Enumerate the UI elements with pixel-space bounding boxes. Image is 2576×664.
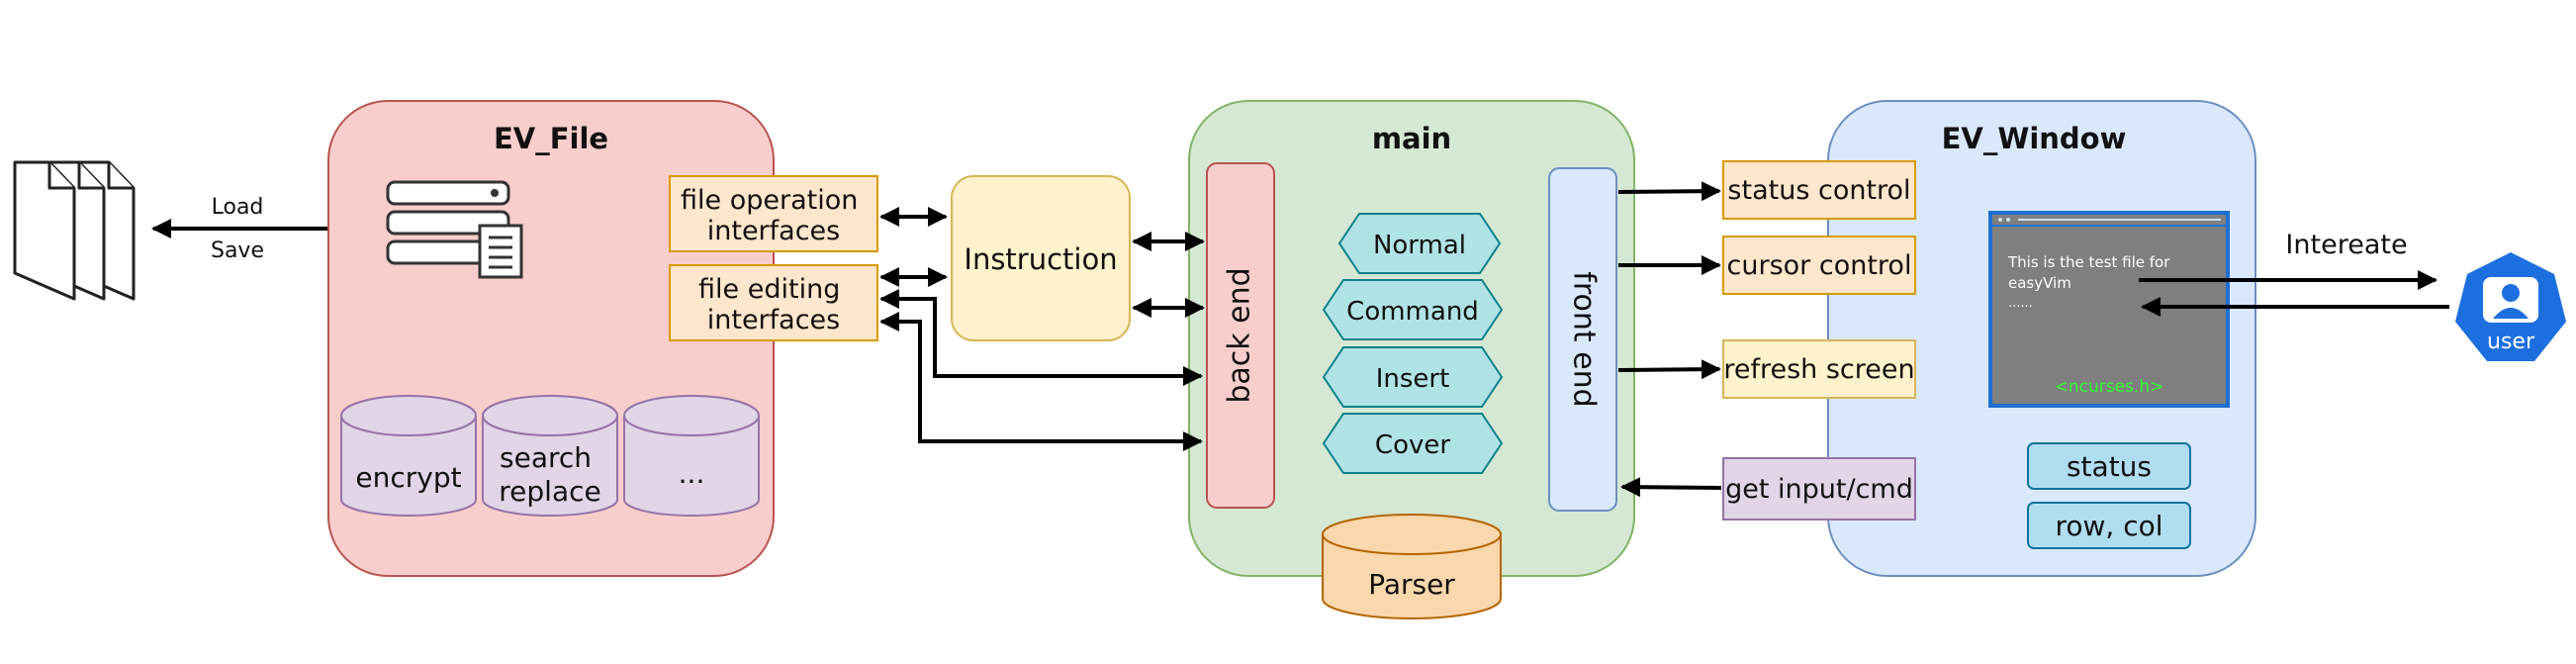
- get-input-box-top: [1722, 457, 1916, 521]
- mode-cover: Cover: [1322, 413, 1504, 474]
- user-icon: [2455, 252, 2566, 361]
- module-search-line-1: search: [500, 441, 592, 474]
- documents-icon: [13, 160, 136, 301]
- file-operation-interfaces-label: file operation interfaces: [681, 185, 867, 246]
- server-icon: [386, 180, 523, 279]
- file-operation-interfaces-box: [669, 175, 878, 252]
- ev-file-title: EV_File: [494, 122, 608, 155]
- arrow-input-front: [1620, 477, 1722, 498]
- get-input-label-top: get input/cmd: [1725, 474, 1913, 505]
- parser-cylinder: [1322, 514, 1502, 619]
- ev-window-title: EV_Window: [1942, 122, 2127, 155]
- file-editing-interfaces-box: [669, 264, 878, 341]
- parser-label: Parser: [1368, 568, 1455, 601]
- user-icon-label: user: [2487, 330, 2535, 354]
- file-editing-line-2: interfaces: [707, 305, 841, 335]
- file-editing-line-1: file editing: [698, 274, 840, 305]
- module-search-replace-label: search replace: [499, 441, 600, 508]
- arrow-front-refresh: [1617, 359, 1721, 380]
- terminal-footer: <ncurses.h>: [2055, 377, 2164, 397]
- terminal-line-1: This is the test file for: [2007, 253, 2170, 271]
- status-label: status: [2067, 450, 2152, 483]
- interact-label: Intereate: [2285, 230, 2407, 260]
- file-operation-line-1: file operation: [681, 185, 858, 216]
- mode-normal-label: Normal: [1373, 231, 1466, 260]
- terminal-line-3: ......: [2008, 296, 2033, 311]
- file-editing-interfaces-label: file editing interfaces: [698, 274, 849, 335]
- mode-cover-label: Cover: [1375, 430, 1450, 460]
- mode-normal: Normal: [1337, 213, 1502, 274]
- instruction-label: Instruction: [964, 242, 1117, 276]
- refresh-screen-box-top: [1722, 339, 1916, 399]
- module-encrypt-line: encrypt: [355, 461, 461, 494]
- refresh-screen-label-top: refresh screen: [1723, 354, 1914, 385]
- arrow-fileedit-backend-2: [879, 312, 1203, 451]
- front-end-label: front end: [1567, 271, 1602, 407]
- status-control-label-top: status control: [1727, 175, 1910, 206]
- rowcol-label: row, col: [2055, 510, 2162, 542]
- back-end-label: back end: [1223, 267, 1257, 403]
- front-end-box: [1548, 167, 1617, 512]
- rowcol-box: [2027, 502, 2191, 549]
- module-encrypt: [340, 395, 477, 517]
- mode-insert-label: Insert: [1376, 364, 1450, 394]
- module-encrypt-label: encrypt: [355, 461, 461, 494]
- arrow-front-status: [1617, 181, 1721, 202]
- terminal-window: [1988, 211, 2230, 408]
- cursor-control-box-top: [1722, 236, 1916, 295]
- status-box: [2027, 442, 2191, 490]
- status-control-box-top: [1722, 160, 1916, 220]
- terminal-line-2: easyVim: [2008, 274, 2071, 292]
- load-label: Load: [212, 195, 264, 220]
- save-label: Save: [211, 238, 264, 263]
- cursor-control-label-top: cursor control: [1727, 250, 1912, 281]
- file-operation-line-2: interfaces: [707, 216, 841, 246]
- module-more: [623, 395, 760, 517]
- module-search-line-2: replace: [499, 475, 600, 508]
- mode-insert: Insert: [1322, 346, 1504, 408]
- main-title: main: [1372, 122, 1451, 155]
- connector-arrows: [879, 181, 1722, 498]
- mode-command-label: Command: [1346, 297, 1479, 327]
- module-more-line: ...: [679, 457, 705, 490]
- module-more-label: ...: [679, 457, 705, 490]
- mode-command: Command: [1322, 279, 1504, 340]
- module-search-replace: [482, 395, 618, 517]
- back-end-box: [1206, 162, 1275, 509]
